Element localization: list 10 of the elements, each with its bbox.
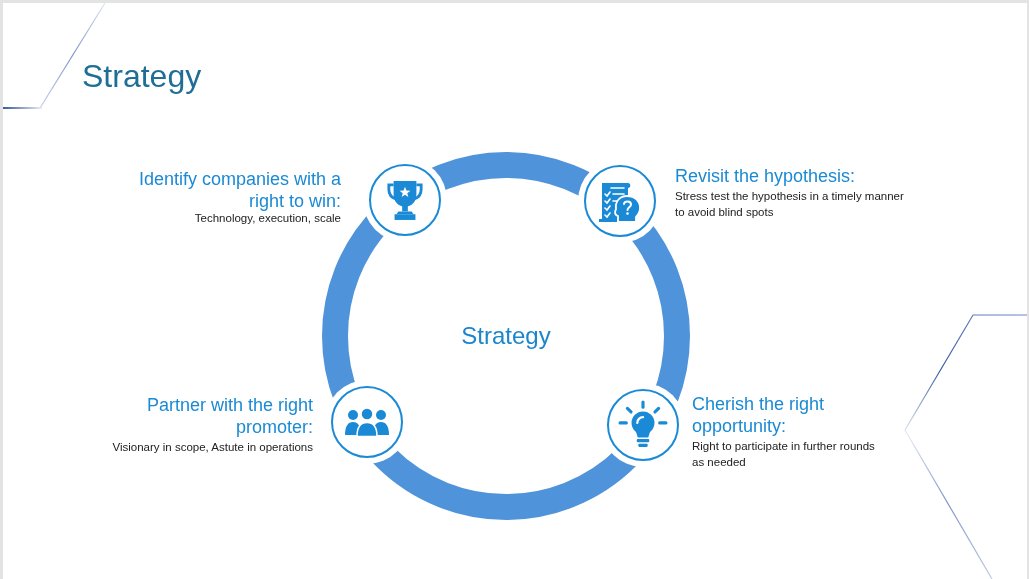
step-heading: Cherish the right opportunity: [692, 393, 826, 437]
step-description: Visionary in scope, Astute in operations [112, 440, 313, 455]
step-heading: Identify companies with a right to win: [137, 168, 341, 212]
step-heading: Partner with the right promoter: [145, 394, 313, 438]
hub-label: Strategy [461, 322, 551, 350]
step-description: Stress test the hypothesis in a timely manner to avoid blind spots [675, 189, 905, 220]
slide-title: Strategy [82, 60, 202, 92]
step-description: Right to participate in further rounds as needed [692, 439, 876, 470]
step-description: Technology, execution, scale [194, 211, 341, 226]
step-heading: Revisit the hypothesis: [675, 165, 856, 187]
